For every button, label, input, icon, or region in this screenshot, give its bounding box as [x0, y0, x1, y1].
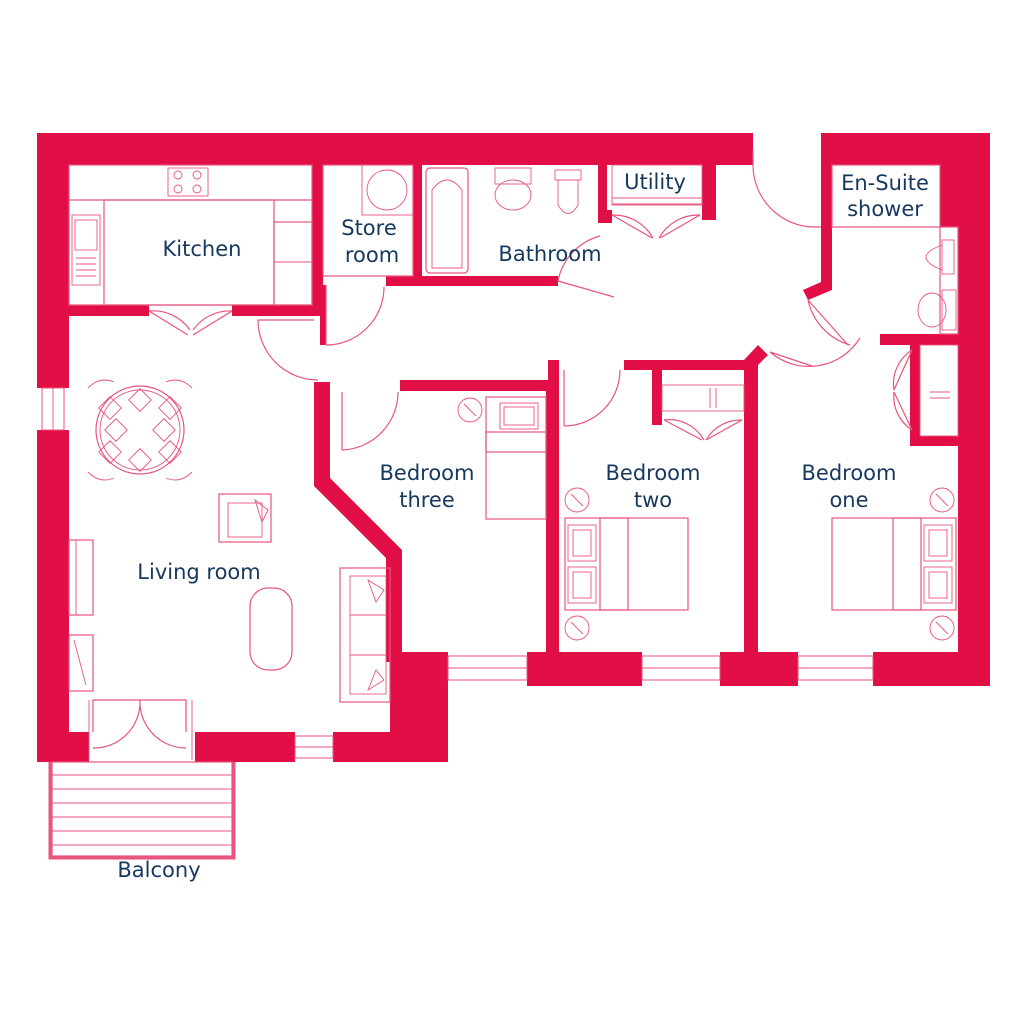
bedroom-three-label-line1: Bedroom: [380, 461, 475, 485]
bedroom-two-label-line1: Bedroom: [606, 461, 701, 485]
bedroom-one-furniture: [831, 344, 959, 641]
balcony-deck: [48, 761, 236, 860]
kitchen-label: Kitchen: [163, 237, 242, 261]
doors: [88, 150, 913, 760]
living-room-label: Living room: [137, 560, 260, 584]
utility-label: Utility: [624, 170, 686, 194]
living-room-furniture: [68, 379, 391, 703]
bedroom-two-label-line2: two: [634, 488, 672, 512]
bedroom-three-furniture: [457, 396, 547, 520]
store-room-label-line1: Store: [341, 216, 397, 240]
bedroom-one-label-line1: Bedroom: [802, 461, 897, 485]
walls: [37, 133, 990, 762]
en-suite-label-line2: shower: [847, 197, 923, 221]
store-room-fixtures: [322, 164, 414, 277]
store-room-label-line2: room: [345, 243, 399, 267]
windows: [41, 387, 874, 759]
bedroom-one-label-line2: one: [829, 488, 868, 512]
bedroom-three-label-line2: three: [399, 488, 455, 512]
room-labels: Kitchen Store room Bathroom Utility En-S…: [117, 170, 929, 882]
balcony-label: Balcony: [117, 858, 200, 882]
bedroom-two-furniture: [564, 384, 745, 641]
kitchen-fixtures: [68, 164, 313, 306]
bathroom-fixtures: [425, 167, 582, 274]
en-suite-label-line1: En-Suite: [841, 171, 929, 195]
bathroom-label: Bathroom: [498, 242, 601, 266]
utility-fixtures: [611, 164, 703, 206]
en-suite-fixtures: [831, 164, 959, 335]
